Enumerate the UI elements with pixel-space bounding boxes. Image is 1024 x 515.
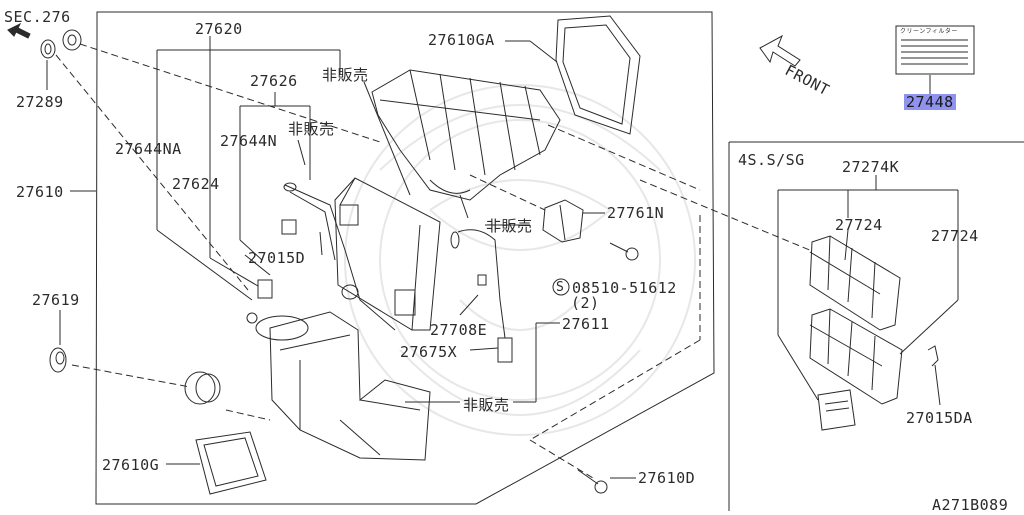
- drain-hose: [184, 371, 221, 405]
- filter-label-card-icon: [895, 25, 975, 75]
- assembly-frame-27610: [95, 11, 715, 505]
- label-27610[interactable]: 27610: [16, 183, 64, 201]
- label-27724-a[interactable]: 27724: [835, 216, 883, 234]
- label-08510-51612[interactable]: 08510-51612: [572, 279, 677, 297]
- label-27610g[interactable]: 27610G: [102, 456, 160, 474]
- grommet-27619: [49, 347, 67, 373]
- clip-27015da: [927, 345, 939, 367]
- inset-filter-27724-upper: [809, 235, 901, 331]
- diagram-id: A271B089: [932, 496, 1009, 514]
- label-screw-s: S: [556, 280, 565, 295]
- inset-panel-border: [728, 141, 1024, 511]
- expansion-valve-pipes: [281, 182, 396, 331]
- thermo-sensor-27611: [450, 229, 513, 363]
- inset-leader-lines: [777, 175, 959, 406]
- fitting-parts: [244, 254, 273, 324]
- cooling-unit-housing: [371, 69, 561, 201]
- label-27626[interactable]: 27626: [250, 72, 298, 90]
- label-not-for-sale-top: 非販売: [322, 66, 369, 84]
- label-27611[interactable]: 27611: [562, 315, 610, 333]
- label-27610ga[interactable]: 27610GA: [428, 31, 495, 49]
- label-27724-b[interactable]: 27724: [931, 227, 979, 245]
- lower-case-housing: [255, 311, 431, 461]
- label-sec276[interactable]: SEC.276: [4, 8, 71, 26]
- leader-lines: [59, 36, 931, 479]
- label-variant-4ssg: 4S.S/SG: [738, 151, 805, 169]
- dashed-leaders: [55, 43, 813, 479]
- watermark-emblem: [344, 84, 696, 436]
- label-27015da[interactable]: 27015DA: [906, 409, 973, 427]
- label-27289[interactable]: 27289: [16, 93, 64, 111]
- inset-label-card-icon: [817, 389, 856, 431]
- label-27448-highlighted[interactable]: 27448: [904, 93, 956, 111]
- evaporator-core: [334, 177, 441, 331]
- label-27620[interactable]: 27620: [195, 20, 243, 38]
- front-arrow-icon: [759, 34, 801, 67]
- label-27644na[interactable]: 27644NA: [115, 140, 182, 158]
- screw-27610d: [577, 469, 608, 494]
- label-27619[interactable]: 27619: [32, 291, 80, 309]
- label-27274k[interactable]: 27274K: [842, 158, 900, 176]
- label-27015d[interactable]: 27015D: [248, 249, 306, 267]
- label-not-for-sale-2: 非販売: [288, 120, 335, 138]
- label-27644n[interactable]: 27644N: [220, 132, 278, 150]
- label-27761n[interactable]: 27761N: [607, 204, 665, 222]
- resistor-27761n: [542, 199, 584, 243]
- screw-s-icon: [552, 278, 570, 296]
- label-27610d[interactable]: 27610D: [638, 469, 696, 487]
- label-08510-qty: (2): [571, 294, 600, 312]
- label-27708e[interactable]: 27708E: [430, 321, 488, 339]
- sec276-arrow-icon: [7, 22, 31, 39]
- label-not-for-sale-mid: 非販売: [486, 217, 533, 235]
- label-27675x[interactable]: 27675X: [400, 343, 458, 361]
- screw-08510: [609, 242, 639, 261]
- filter-frame-27610ga: [555, 15, 641, 135]
- label-not-for-sale-bottom: 非販売: [463, 396, 510, 414]
- filter-cover-27610g: [195, 431, 267, 495]
- label-27624[interactable]: 27624: [172, 175, 220, 193]
- inset-filter-27724-lower: [809, 308, 903, 405]
- filter-card-caption: クリーンフィルター: [900, 28, 958, 35]
- duct-ring-part-icon: [40, 29, 82, 59]
